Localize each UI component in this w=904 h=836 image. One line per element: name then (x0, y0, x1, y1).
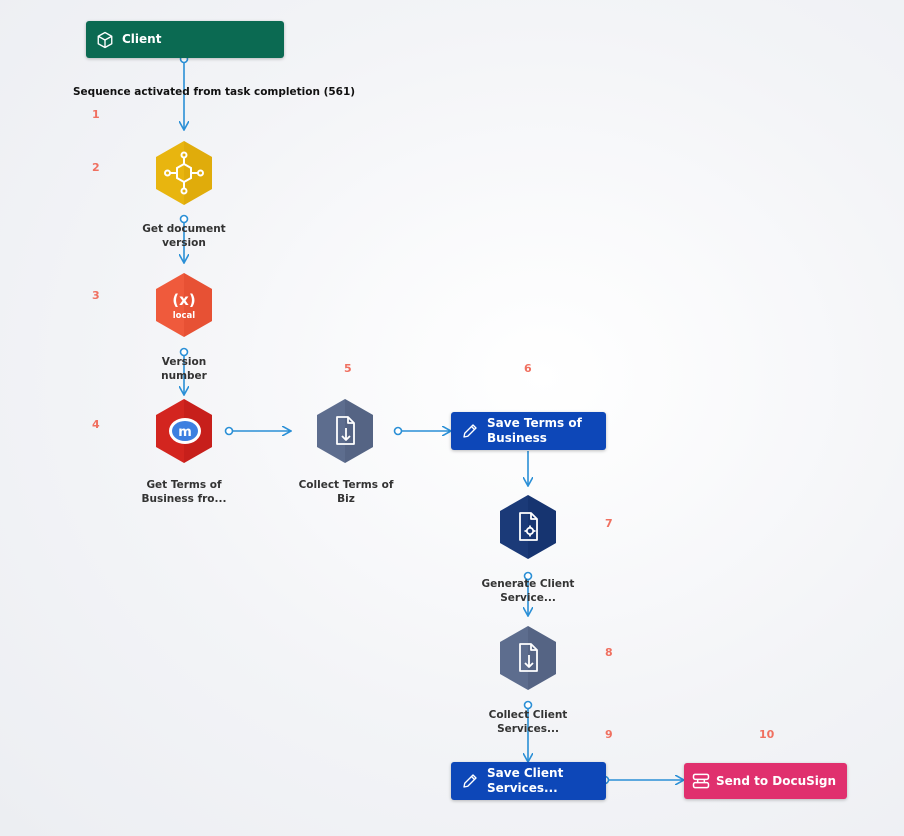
node-version-number[interactable]: (x) (155, 272, 213, 338)
step-number-6: 6 (524, 362, 532, 375)
document-download-icon (519, 643, 538, 672)
node-collect-terms[interactable] (316, 398, 374, 464)
step-number-9: 9 (605, 728, 613, 741)
node-generate-client[interactable] (499, 494, 557, 560)
node-get-document-version-label: Get document version (142, 223, 226, 249)
edge-collect-client-to-save-client (525, 700, 532, 762)
variable-local-badge: local (172, 311, 196, 321)
step-number-10: 10 (759, 728, 775, 741)
step-number-4: 4 (92, 418, 100, 431)
pencil-icon (459, 420, 481, 442)
node-save-terms[interactable]: Save Terms of Business (451, 412, 606, 450)
node-collect-terms-label: Collect Terms of Biz (298, 479, 394, 505)
variable-icon: (x) (172, 291, 195, 309)
node-send-docusign[interactable]: Send to DocuSign (684, 763, 847, 799)
node-send-docusign-label: Send to DocuSign (716, 773, 836, 788)
document-gear-icon (519, 512, 538, 541)
node-get-terms[interactable]: m (155, 398, 213, 464)
edge-collect-terms-to-save-terms (393, 428, 451, 435)
step-number-1: 1 (92, 108, 100, 121)
document-download-icon (336, 416, 355, 445)
node-generate-client-label: Generate Client Service... (481, 578, 575, 604)
node-collect-client-label: Collect Client Services... (488, 709, 568, 735)
docusign-icon (690, 770, 712, 792)
node-version-number-label: Version number (161, 356, 207, 382)
node-client[interactable]: Client (86, 21, 284, 58)
cube-icon (94, 29, 116, 51)
edge-get-document-to-version (181, 214, 188, 263)
edge-generate-to-collect-client (525, 571, 532, 616)
node-save-client[interactable]: Save Client Services... (451, 762, 606, 800)
node-save-client-label: Save Client Services... (487, 766, 564, 795)
node-get-terms-label: Get Terms of Business fro... (141, 479, 227, 505)
svg-text:m: m (178, 425, 192, 440)
imanage-icon: m (169, 418, 201, 444)
trigger-text: Sequence activated from task completion … (73, 86, 356, 98)
node-get-document-version[interactable] (155, 140, 213, 206)
hub-icon (164, 151, 204, 195)
step-number-3: 3 (92, 289, 100, 302)
step-number-8: 8 (605, 646, 613, 659)
svg-text:(x): (x) (172, 291, 195, 309)
step-number-5: 5 (344, 362, 352, 375)
edge-get-terms-to-collect-terms (224, 428, 291, 435)
node-save-terms-label: Save Terms of Business (487, 416, 582, 445)
step-number-2: 2 (92, 161, 100, 174)
edge-save-client-to-docusign (600, 777, 684, 784)
node-client-label: Client (122, 32, 162, 46)
node-collect-client[interactable] (499, 625, 557, 691)
step-number-7: 7 (605, 517, 613, 530)
pencil-icon (459, 770, 481, 792)
edge-version-to-get-terms (181, 347, 188, 395)
